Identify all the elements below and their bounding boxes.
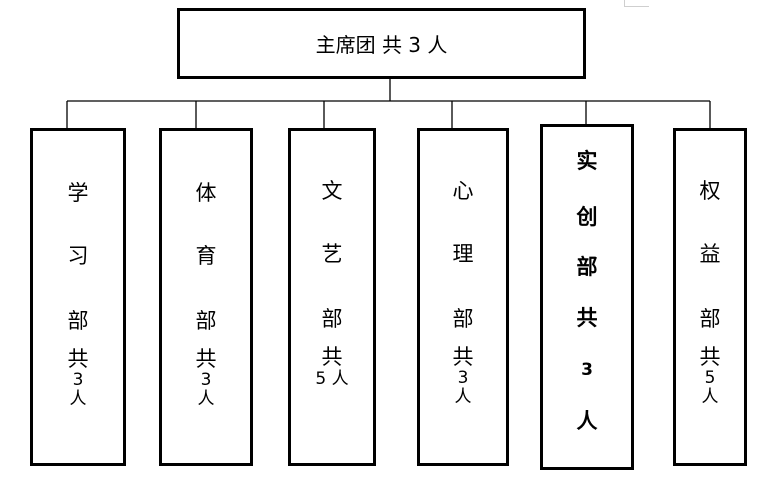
dept-box-psychology: 心 理 部 共 3 人 bbox=[417, 128, 509, 466]
dept-char: 人 bbox=[576, 409, 598, 433]
dept-box-sports: 体 育 部 共 3 人 bbox=[159, 128, 253, 466]
dept-count: 人 bbox=[454, 387, 472, 407]
dept-char: 共 bbox=[195, 347, 217, 371]
dept-char: 共 bbox=[699, 345, 721, 369]
dept-count: 3 bbox=[72, 370, 84, 390]
dept-box-arts: 文 艺 部 共 5 人 bbox=[288, 128, 376, 466]
dept-count: 人 bbox=[197, 389, 215, 409]
dept-count: 人 bbox=[69, 389, 87, 409]
dept-char: 实 bbox=[576, 149, 598, 173]
dept-char: 艺 bbox=[321, 242, 343, 266]
presidium-box: 主席团 共 3 人 bbox=[177, 8, 586, 79]
dept-char: 益 bbox=[699, 242, 721, 266]
dept-count: 3 bbox=[200, 370, 212, 390]
dept-box-rights: 权 益 部 共 5 人 bbox=[673, 128, 747, 466]
dept-count: 人 bbox=[701, 387, 719, 407]
dept-char: 部 bbox=[452, 307, 474, 331]
dept-char: 心 bbox=[452, 179, 474, 203]
dept-char: 体 bbox=[195, 181, 217, 205]
dept-char: 共 bbox=[452, 345, 474, 369]
dept-char: 权 bbox=[699, 179, 721, 203]
dept-char: 部 bbox=[67, 309, 89, 333]
dept-char: 共 bbox=[576, 306, 598, 330]
dept-count: 5 bbox=[704, 368, 716, 388]
dept-char: 育 bbox=[195, 244, 217, 268]
dept-box-innovation: 实 创 部 共 3 人 bbox=[540, 124, 634, 470]
dept-char: 部 bbox=[195, 309, 217, 333]
dept-char: 习 bbox=[67, 244, 89, 268]
dept-char: 理 bbox=[452, 242, 474, 266]
presidium-label: 主席团 共 3 人 bbox=[315, 33, 448, 57]
dept-count: 3 bbox=[457, 368, 469, 388]
dept-char: 文 bbox=[321, 179, 343, 203]
dept-char: 部 bbox=[321, 307, 343, 331]
corner-mark bbox=[624, 0, 649, 7]
dept-char: 共 bbox=[67, 347, 89, 371]
dept-box-study: 学 习 部 共 3 人 bbox=[30, 128, 126, 466]
dept-char: 创 bbox=[576, 205, 598, 229]
dept-char: 部 bbox=[576, 255, 598, 279]
dept-char: 共 bbox=[321, 345, 343, 369]
dept-char: 部 bbox=[699, 307, 721, 331]
dept-count: 5 人 bbox=[315, 369, 349, 389]
dept-char: 学 bbox=[67, 181, 89, 205]
dept-char: 3 bbox=[581, 360, 593, 380]
